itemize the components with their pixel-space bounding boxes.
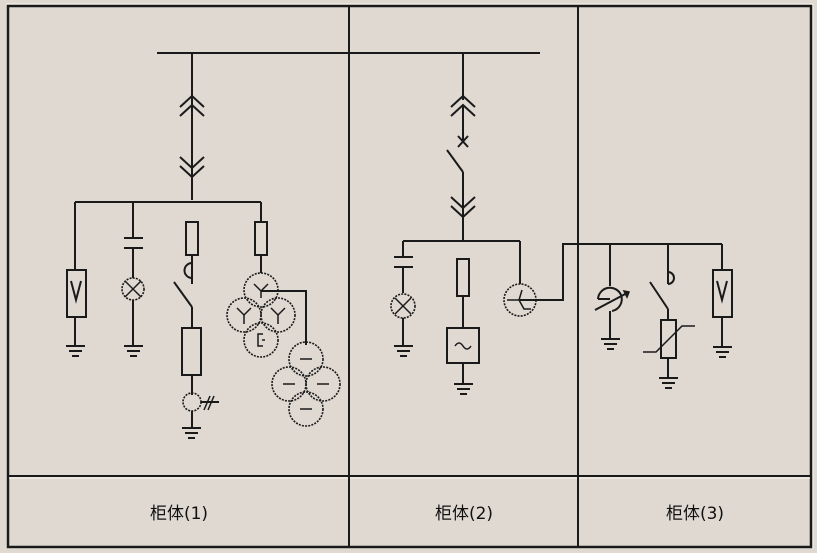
- earth-icon: [66, 345, 85, 357]
- ac-source-icon: [446, 327, 480, 383]
- voltage-indicator-icon: [66, 202, 87, 345]
- fuse-icon: [185, 221, 199, 268]
- earth-icon: [601, 338, 620, 350]
- indicator-lamp-icon: [390, 293, 416, 345]
- earth-icon: [124, 345, 143, 357]
- resistor-icon: [181, 327, 202, 395]
- capacitor-icon: [394, 241, 413, 293]
- panel-3-circuit: [578, 243, 733, 389]
- panel-2-circuit: [390, 53, 578, 395]
- panel-3-label: 柜体(3): [665, 503, 725, 524]
- frame: [6, 3, 814, 549]
- load-switch-icon: [173, 262, 193, 328]
- earth-icon: [454, 383, 473, 395]
- plug-in-contact-upper-icon: [179, 94, 205, 117]
- current-transformer-icon: [182, 392, 219, 428]
- adjustable-transformer-icon: [594, 244, 631, 338]
- earth-icon: [713, 346, 732, 358]
- earth-icon: [394, 345, 413, 357]
- varistor-icon: [643, 319, 695, 377]
- plug-in-contact-lower-icon: [450, 196, 476, 219]
- panel-1-circuit: [66, 53, 341, 439]
- voltage-transformer-set-icon: [226, 272, 307, 358]
- voltage-indicator-icon: [712, 244, 733, 346]
- voltage-transformer-secondary-icon: [271, 341, 341, 427]
- earthing-switch-icon: [649, 244, 675, 320]
- earth-icon: [659, 377, 678, 389]
- current-transformer-icon: [503, 241, 578, 317]
- indicator-lamp-icon: [121, 277, 145, 345]
- fuse-icon: [456, 258, 470, 328]
- earth-icon: [182, 427, 201, 439]
- fuse-icon: [254, 202, 268, 273]
- panel-1-label: 柜体(1): [149, 503, 209, 524]
- circuit-breaker-icon: [446, 135, 469, 240]
- capacitor-icon: [124, 202, 143, 278]
- plug-in-contact-lower-icon: [179, 156, 205, 179]
- panel-2-label: 柜体(2): [434, 503, 494, 524]
